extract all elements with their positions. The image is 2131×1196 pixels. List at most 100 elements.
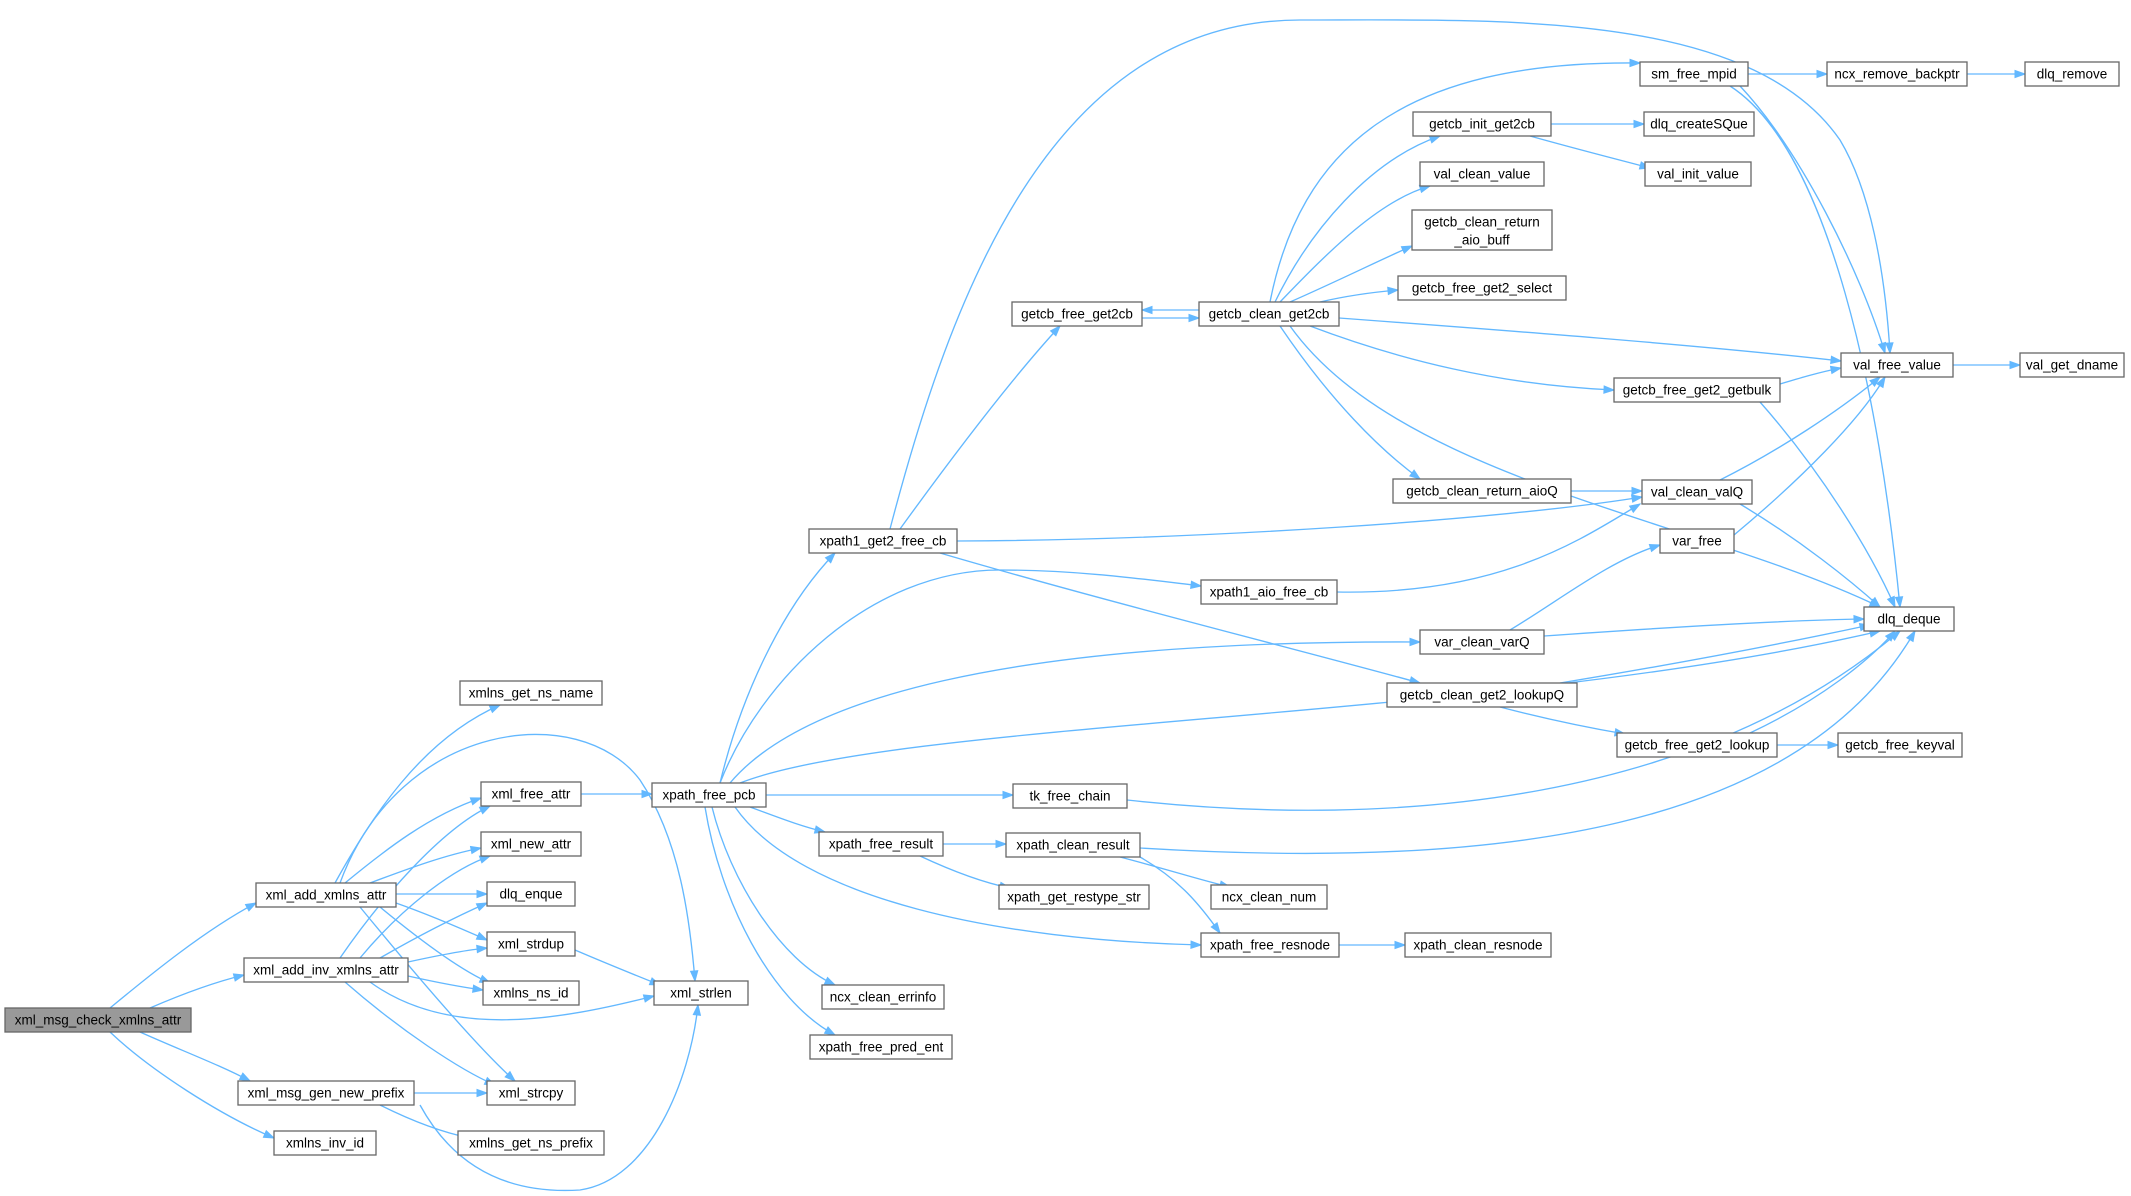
edge-xml-add-inv-xmlns-attr-to-xml-strlen	[369, 981, 656, 1021]
node-getcb-free-get2-select[interactable]: getcb_free_get2_select	[1397, 275, 1567, 301]
node-xml-strcpy[interactable]: xml_strcpy	[486, 1080, 576, 1106]
edge-getcb-clean-get2cb-to-sm-free-mpid	[1269, 58, 1642, 303]
node-ncx-clean-num[interactable]: ncx_clean_num	[1210, 884, 1328, 910]
node-xpath-free-resnode[interactable]: xpath_free_resnode	[1200, 932, 1340, 958]
node-getcb-free-get2cb[interactable]: getcb_free_get2cb	[1011, 301, 1143, 327]
edge-sm-free-mpid-to-val-free-value	[1739, 85, 1887, 355]
node-val-free-value[interactable]: val_free_value	[1840, 352, 1954, 378]
node-xpath-get-restype-str[interactable]: xpath_get_restype_str	[998, 884, 1150, 910]
edge-xpath-free-pcb-to-xpath1-get2-free-cb	[719, 551, 837, 784]
node-dlq-createsque[interactable]: dlq_createSQue	[1643, 111, 1755, 137]
node-val-clean-valq[interactable]: val_clean_valQ	[1641, 479, 1753, 505]
edge-getcb-init-get2cb-to-val-init-value	[1529, 135, 1652, 170]
node-xpath-free-pcb[interactable]: xpath_free_pcb	[651, 782, 767, 808]
node-sm-free-mpid[interactable]: sm_free_mpid	[1639, 61, 1749, 87]
edge-arrowhead	[238, 1072, 252, 1082]
node-getcb-free-get2-getbulk[interactable]: getcb_free_get2_getbulk	[1613, 377, 1781, 403]
edge-arrowhead	[1869, 376, 1882, 387]
node-var-free[interactable]: var_free	[1659, 528, 1735, 554]
svg-text:xpath_free_resnode: xpath_free_resnode	[1210, 938, 1330, 953]
svg-text:val_init_value: val_init_value	[1657, 167, 1739, 182]
edge-arrowhead	[1387, 286, 1400, 296]
edge-xml-msg-check-xmlns-attr-to-xmlns-inv-id	[109, 1031, 276, 1139]
edge-getcb-clean-get2-lookupQ-to-getcb-free-get2-lookup	[1499, 706, 1627, 737]
node-ncx-clean-errinfo[interactable]: ncx_clean_errinfo	[821, 984, 945, 1010]
edge-tk-free-chain-to-dlq-deque	[1126, 630, 1902, 811]
node-xml-free-attr[interactable]: xml_free_attr	[480, 781, 582, 807]
node-xmlns-get-ns-name[interactable]: xmlns_get_ns_name	[459, 680, 603, 706]
svg-text:dlq_enque: dlq_enque	[499, 887, 562, 902]
edge-arrowhead	[1002, 790, 1015, 800]
node-getcb-clean-return-aio-buff[interactable]: getcb_clean_return _aio_buff	[1411, 209, 1553, 251]
node-xmlns-get-ns-prefix[interactable]: xmlns_get_ns_prefix	[457, 1130, 605, 1156]
edge-arrowhead	[475, 902, 489, 912]
node-val-get-dname[interactable]: val_get_dname	[2019, 352, 2125, 378]
edge-xpath-free-pcb-to-xpath1-aio-free-cb	[719, 569, 1203, 784]
edge-xpath-free-pcb-to-dlq-deque	[739, 629, 1882, 784]
svg-text:getcb_free_get2cb: getcb_free_get2cb	[1021, 307, 1133, 322]
edge-getcb-init-get2cb-to-dlq-createSQue	[1551, 119, 1646, 129]
node-getcb-free-get2-lookup[interactable]: getcb_free_get2_lookup	[1616, 732, 1778, 758]
node-dlq-deque[interactable]: dlq_deque	[1863, 606, 1955, 632]
node-xml-strdup[interactable]: xml_strdup	[486, 931, 576, 957]
edge-arrowhead	[1827, 740, 1840, 750]
node-xml-msg-check-xmlns-attr[interactable]: xml_msg_check_xmlns_attr	[4, 1007, 192, 1033]
svg-text:ncx_clean_errinfo: ncx_clean_errinfo	[830, 990, 937, 1005]
node-xml-add-inv-xmlns-attr[interactable]: xml_add_inv_xmlns_attr	[243, 957, 409, 983]
node-xmlns-inv-id[interactable]: xmlns_inv_id	[273, 1130, 377, 1156]
node-dlq-enque[interactable]: dlq_enque	[486, 881, 576, 907]
node-xml-msg-gen-new-prefix[interactable]: xml_msg_gen_new_prefix	[237, 1080, 415, 1106]
edge-getcb-free-get2-getbulk-to-dlq-deque	[1759, 401, 1896, 609]
edge-val-clean-valQ-to-val-free-value	[1719, 376, 1882, 481]
edge-xpath-free-pcb-to-ncx-clean-errinfo	[711, 806, 837, 986]
svg-text:getcb_clean_get2_lookupQ: getcb_clean_get2_lookupQ	[1400, 688, 1564, 703]
edge-arrowhead	[2014, 69, 2027, 79]
node-xml-new-attr[interactable]: xml_new_attr	[480, 831, 582, 857]
svg-text:xpath_free_pcb: xpath_free_pcb	[662, 788, 755, 803]
node-xpath1-get2-free-cb[interactable]: xpath1_get2_free_cb	[808, 528, 958, 554]
node-tk-free-chain[interactable]: tk_free_chain	[1012, 783, 1128, 809]
node-var-clean-varq[interactable]: var_clean_varQ	[1419, 629, 1545, 655]
edge-xpath-free-pcb-to-xpath-free-result	[749, 806, 827, 834]
edge-arrowhead	[1628, 503, 1642, 514]
node-dlq-remove[interactable]: dlq_remove	[2024, 61, 2120, 87]
edge-arrowhead	[2009, 360, 2022, 370]
node-val-clean-value[interactable]: val_clean_value	[1419, 161, 1545, 187]
node-xpath-clean-resnode[interactable]: xpath_clean_resnode	[1404, 932, 1552, 958]
svg-text:ncx_clean_num: ncx_clean_num	[1222, 890, 1317, 905]
edge-arrowhead	[476, 944, 489, 954]
svg-text:xml_new_attr: xml_new_attr	[491, 837, 572, 852]
node-xpath1-aio-free-cb[interactable]: xpath1_aio_free_cb	[1200, 579, 1338, 605]
node-xpath-free-pred-ent[interactable]: xpath_free_pred_ent	[809, 1034, 953, 1060]
node-getcb-clean-get2cb[interactable]: getcb_clean_get2cb	[1198, 301, 1340, 327]
node-xml-add-xmlns-attr[interactable]: xml_add_xmlns_attr	[255, 882, 397, 908]
edge-arrowhead	[1629, 58, 1642, 68]
node-getcb-init-get2cb[interactable]: getcb_init_get2cb	[1412, 111, 1552, 137]
svg-text:getcb_free_get2_lookup: getcb_free_get2_lookup	[1625, 738, 1770, 753]
node-ncx-remove-backptr[interactable]: ncx_remove_backptr	[1826, 61, 1968, 87]
edge-getcb-clean-get2cb-to-val-clean-value	[1279, 184, 1432, 303]
edge-xpath-free-pcb-to-xpath-free-pred-ent	[704, 806, 837, 1036]
edge-getcb-clean-get2cb-to-getcb-free-get2cb	[1140, 305, 1199, 315]
edge-arrowhead	[1633, 119, 1646, 129]
edge-arrowhead	[823, 1026, 837, 1036]
edge-arrowhead	[1408, 469, 1422, 480]
node-xmlns-ns-id[interactable]: xmlns_ns_id	[482, 980, 580, 1006]
edge-xml-add-inv-xmlns-attr-to-xmlns-ns-id	[407, 975, 485, 993]
edge-arrowhead	[1190, 940, 1203, 950]
edge-xml-msg-gen-new-prefix-to-xml-strlen	[419, 1003, 702, 1192]
node-getcb-clean-return-aioq[interactable]: getcb_clean_return_aioQ	[1392, 478, 1572, 504]
edge-arrowhead	[1816, 69, 1829, 79]
edge-arrowhead	[469, 845, 483, 855]
edge-arrowhead	[1188, 313, 1201, 323]
edge-arrowhead	[1905, 629, 1916, 643]
svg-text:xpath_clean_result: xpath_clean_result	[1016, 838, 1130, 853]
node-val-init-value[interactable]: val_init_value	[1644, 161, 1752, 187]
node-xml-strlen[interactable]: xml_strlen	[653, 980, 749, 1006]
svg-text:xml_free_attr: xml_free_attr	[492, 787, 571, 802]
node-xpath-clean-result[interactable]: xpath_clean_result	[1005, 832, 1141, 858]
edge-sm-free-mpid-to-ncx-remove-backptr	[1748, 69, 1829, 79]
node-getcb-free-keyval[interactable]: getcb_free_keyval	[1837, 732, 1963, 758]
node-getcb-clean-get2-lookupq[interactable]: getcb_clean_get2_lookupQ	[1386, 682, 1578, 708]
node-xpath-free-result[interactable]: xpath_free_result	[818, 831, 944, 857]
